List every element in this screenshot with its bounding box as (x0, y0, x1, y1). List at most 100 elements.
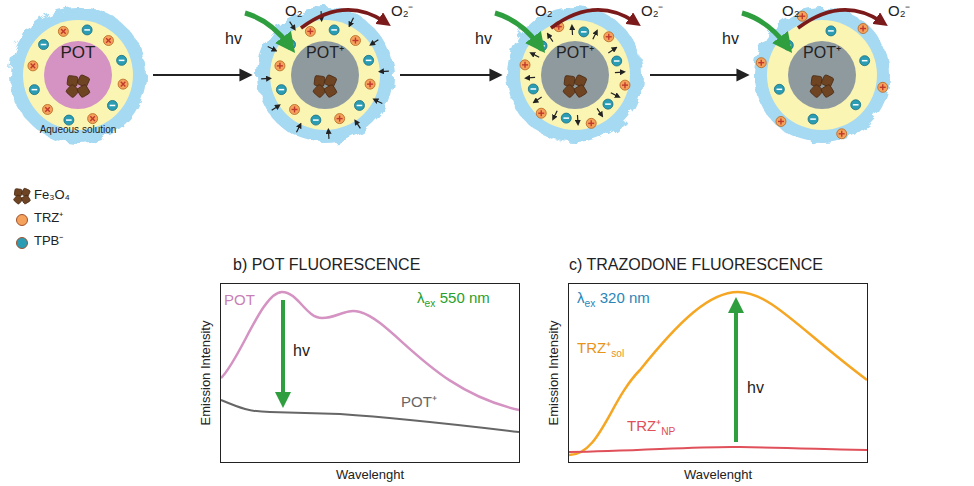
legend-text: Fe₃O₄ (34, 188, 70, 202)
axis-label: Wavelenght (336, 468, 404, 482)
fe3o4-clusters (13, 74, 834, 204)
minus-sign (41, 44, 47, 46)
process-arrow (153, 74, 250, 76)
tpb-ion (851, 100, 861, 110)
oxygen-label: O₂ (535, 3, 553, 20)
tpb-ion (329, 25, 339, 35)
tpb-ion (29, 85, 39, 95)
cross-sign (106, 38, 111, 43)
trz-ion (103, 36, 113, 46)
superoxide-label: O₂⁻ (888, 3, 911, 20)
plus-sign (369, 81, 370, 87)
plus-sign (310, 28, 311, 34)
trz-ion (28, 61, 38, 71)
panel-title: c) TRAZODONE FLUORESCENCE (569, 256, 823, 274)
migration-arrow (608, 48, 615, 52)
nanoparticle: POT⁺ (505, 5, 645, 145)
minus-sign (614, 60, 620, 62)
minus-sign (313, 119, 319, 121)
plus-sign (524, 62, 525, 68)
cross-sign (61, 29, 66, 34)
oxygen-label: O₂ (285, 3, 303, 20)
light-label: hv (747, 379, 764, 397)
trz-ion (878, 82, 888, 92)
fe3o4-crystal (821, 84, 835, 98)
migration-arrow (268, 46, 275, 50)
axis-label: Emission Intensity (547, 321, 561, 426)
nanoparticle: POT⁺ (752, 5, 892, 145)
minus-sign (605, 103, 611, 105)
panel-title: b) POT FLUORESCENCE (233, 256, 420, 274)
cross-sign (45, 107, 50, 112)
oxygen-label: O₂ (782, 3, 800, 20)
plus-sign (294, 106, 295, 112)
spectrum-panel: b) POT FLUORESCENCEλex550 nmPOThvPOT⁺ (220, 283, 520, 463)
trz-ion (58, 26, 68, 36)
minus-sign (84, 29, 90, 31)
migration-arrow (356, 122, 360, 129)
spectrum-panel: c) TRAZODONE FLUORESCENCEλex320 nmTRZ⁺so… (568, 283, 868, 463)
core-label: POT⁺ (803, 44, 841, 62)
plus-sign (841, 131, 842, 137)
minus-sign (581, 31, 587, 33)
core-label: POT⁺ (556, 44, 594, 62)
trz-ion (43, 104, 53, 114)
cross-sign (106, 38, 111, 43)
excitation-label: λex550 nm (417, 290, 490, 307)
trz-ion (620, 80, 630, 90)
nanoparticle: POTAqueous solution (8, 5, 148, 145)
migration-arrow (535, 97, 542, 101)
core-label: POT⁺ (306, 44, 344, 62)
nanoparticle-1 (10, 7, 146, 143)
plus-sign (591, 120, 592, 126)
superoxide-label: O₂⁻ (391, 3, 414, 20)
curve-label: NP (661, 426, 675, 437)
curve-label: POT⁺ (401, 394, 437, 411)
minus-sign (357, 105, 363, 107)
trz-ion (305, 26, 315, 36)
minus-sign (862, 60, 868, 62)
legend-text: TPB⁻ (34, 234, 63, 248)
trz-ion (536, 108, 546, 118)
minus-sign (539, 45, 545, 47)
light-label: hv (225, 30, 242, 48)
core-label: POT⁺ (556, 44, 594, 62)
spectra (221, 292, 867, 455)
curve-label: POT (224, 292, 255, 309)
light-label: hv (475, 30, 492, 48)
migration-arrow (615, 71, 623, 73)
nanoparticle-4 (754, 7, 890, 143)
light-label: hv (225, 30, 242, 48)
light-label: hv (722, 30, 739, 48)
oxygen-label: O₂ (535, 3, 553, 20)
excitation-label: λex320 nm (577, 290, 650, 307)
cross-sign (61, 29, 66, 34)
cross-sign (31, 64, 36, 69)
tpb-ion (808, 114, 818, 124)
trz-ion (290, 104, 300, 114)
migration-arrow (593, 32, 597, 39)
plus-sign (279, 63, 280, 69)
minus-sign (331, 29, 337, 31)
migration-arrow (527, 77, 535, 79)
plus-sign (355, 38, 356, 44)
minus-sign (530, 88, 536, 90)
trz-ion (586, 118, 596, 128)
plus-sign (780, 118, 781, 124)
excitation-label: ex (425, 298, 436, 309)
tpb-ion (117, 55, 127, 65)
migration-arrow (350, 18, 354, 25)
minus-sign (119, 60, 125, 62)
axis-label: Wavelenght (336, 468, 404, 482)
migration-arrow (554, 111, 558, 118)
migration-arrow (296, 125, 300, 132)
minus-sign (279, 89, 285, 91)
tpb-ion (528, 84, 538, 94)
axis-label: Emission Intensity (199, 321, 213, 426)
migration-arrow (571, 27, 573, 35)
fe3o4-crystal (77, 84, 91, 98)
light-label: hv (747, 379, 764, 397)
cross-sign (31, 64, 36, 69)
minus-sign (66, 119, 72, 121)
